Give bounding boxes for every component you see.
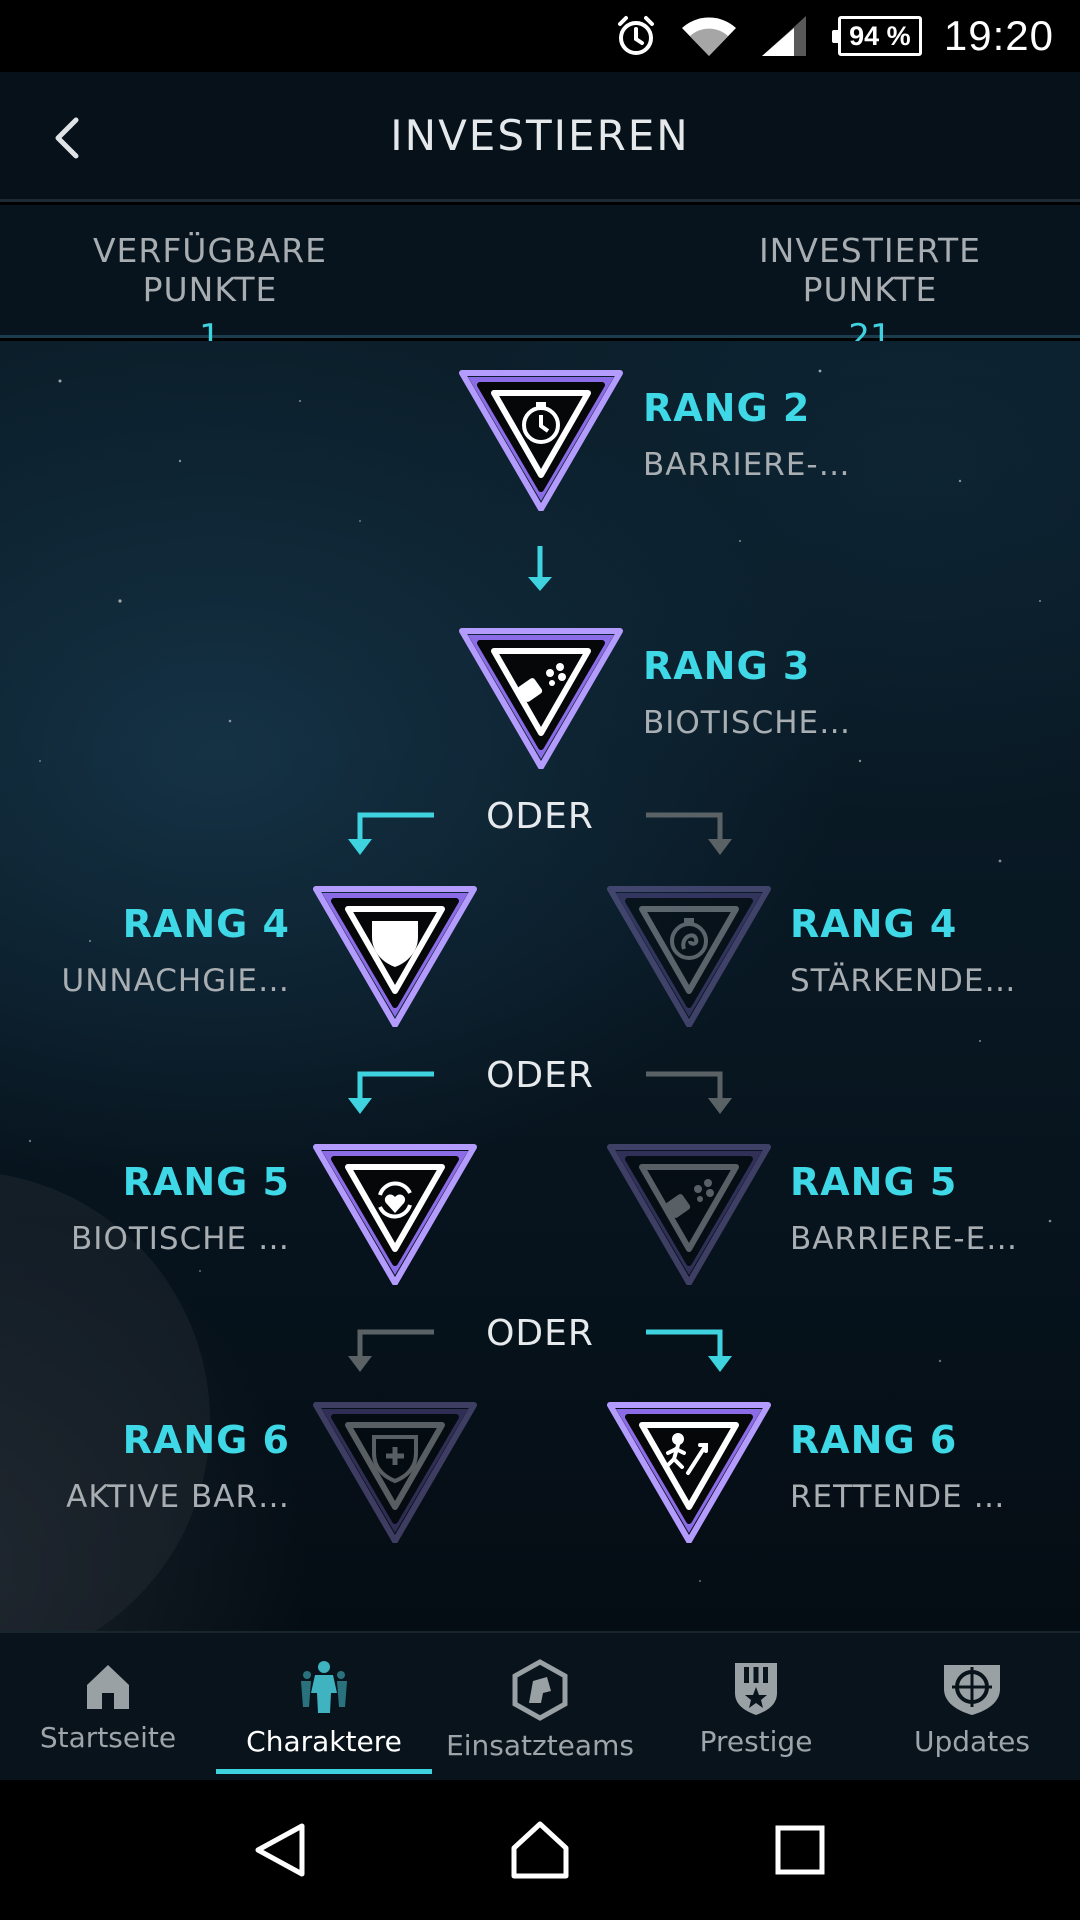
rank-4-left-desc: UNNACHGIE… (61, 963, 290, 999)
available-points: VERFÜGBARE PUNKTE 1 (30, 231, 390, 357)
biotic-fist-icon (665, 1179, 714, 1218)
back-button[interactable] (40, 110, 96, 166)
home-outline-icon (511, 1821, 569, 1879)
rank-5-left-badge[interactable] (312, 1137, 478, 1286)
updates-icon (944, 1665, 1000, 1715)
nav-label-updates: Updates (914, 1725, 1030, 1758)
rank-6-left-badge[interactable] (312, 1395, 478, 1544)
strike-team-icon (512, 1659, 568, 1721)
prestige-icon (735, 1663, 777, 1715)
back-triangle-icon (255, 1823, 305, 1877)
or-label-2: ODER (486, 1055, 594, 1096)
system-back-button[interactable] (235, 1805, 325, 1895)
nav-item-home[interactable]: Startseite (0, 1633, 216, 1780)
status-bar: 94 % 19:20 (0, 0, 1080, 72)
rank-6-right-desc: RETTENDE … (790, 1479, 1006, 1515)
clock: 19:20 (943, 12, 1054, 59)
rank-5-left-title: RANG 5 (122, 1160, 290, 1204)
chevron-left-icon (55, 117, 79, 159)
rescue-runner-icon (664, 1433, 708, 1475)
home-icon (87, 1665, 129, 1709)
heart-refresh-icon (378, 1181, 412, 1219)
rank-2-desc: BARRIERE-… (643, 447, 851, 483)
invested-points-label: INVESTIERTE PUNKTE (758, 231, 982, 309)
rank-4-right-title: RANG 4 (790, 902, 958, 946)
nav-item-prestige[interactable]: Prestige (648, 1633, 864, 1780)
page-title: INVESTIEREN (390, 111, 690, 160)
rank-3-desc: BIOTISCHE… (643, 705, 852, 741)
stopwatch-shield-icon (522, 402, 560, 444)
rank-6-left-title: RANG 6 (122, 1418, 290, 1462)
rank-5-right-title: RANG 5 (790, 1160, 958, 1204)
invested-points: INVESTIERTE PUNKTE 21 (690, 231, 1050, 357)
rank-3-title: RANG 3 (643, 644, 811, 688)
system-navigation (0, 1780, 1080, 1920)
nav-label-strike-teams: Einsatzteams (446, 1729, 634, 1762)
rank-4-left-badge[interactable] (312, 879, 478, 1028)
skill-tree[interactable]: ODER ODER ODER RANG 2 BARRIERE-… (0, 341, 1080, 1631)
system-recents-button[interactable] (755, 1805, 845, 1895)
nav-item-characters[interactable]: Charaktere (216, 1633, 432, 1780)
shield-icon (372, 921, 418, 967)
rank-3-badge[interactable] (458, 621, 624, 770)
stopwatch-spiral-icon (670, 918, 708, 960)
rank-5-left-desc: BIOTISCHE … (71, 1221, 290, 1257)
rank-6-right-title: RANG 6 (790, 1418, 958, 1462)
battery-icon: 94 % (831, 16, 922, 56)
rank-2-badge[interactable] (458, 363, 624, 512)
or-label-1: ODER (486, 796, 594, 837)
characters-icon (301, 1661, 347, 1713)
nav-item-updates[interactable]: Updates (864, 1633, 1080, 1780)
or-label-3: ODER (486, 1313, 594, 1354)
starfield-background (0, 369, 1052, 1631)
medic-shield-icon (372, 1435, 418, 1484)
rank-2-title: RANG 2 (643, 386, 811, 430)
system-home-button[interactable] (495, 1805, 585, 1895)
available-points-label: VERFÜGBARE PUNKTE (92, 231, 328, 309)
nav-label-prestige: Prestige (699, 1725, 813, 1758)
rank-5-right-badge[interactable] (606, 1137, 772, 1286)
nav-item-strike-teams[interactable]: Einsatzteams (432, 1633, 648, 1780)
wifi-icon (680, 14, 738, 58)
biotic-fist-icon (517, 663, 566, 702)
rank-4-right-badge[interactable] (606, 879, 772, 1028)
nav-label-characters: Charaktere (246, 1725, 402, 1758)
app-header: INVESTIEREN (0, 72, 1080, 202)
rank-4-right-desc: STÄRKENDE… (790, 963, 1017, 999)
points-summary: VERFÜGBARE PUNKTE 1 INVESTIERTE PUNKTE 2… (0, 205, 1080, 357)
rank-6-left-desc: AKTIVE BAR… (66, 1479, 290, 1515)
rank-4-left-title: RANG 4 (122, 902, 290, 946)
battery-percent: 94 % (849, 20, 911, 51)
nav-label-home: Startseite (39, 1721, 177, 1754)
tree-connectors (348, 546, 732, 1372)
rank-5-right-desc: BARRIERE-E… (790, 1221, 1019, 1257)
alarm-icon (614, 14, 658, 58)
signal-icon (760, 14, 808, 58)
bottom-navigation: Startseite Charaktere Einsatzteams (0, 1631, 1080, 1780)
recents-square-icon (775, 1825, 825, 1875)
rank-6-right-badge[interactable] (606, 1395, 772, 1544)
